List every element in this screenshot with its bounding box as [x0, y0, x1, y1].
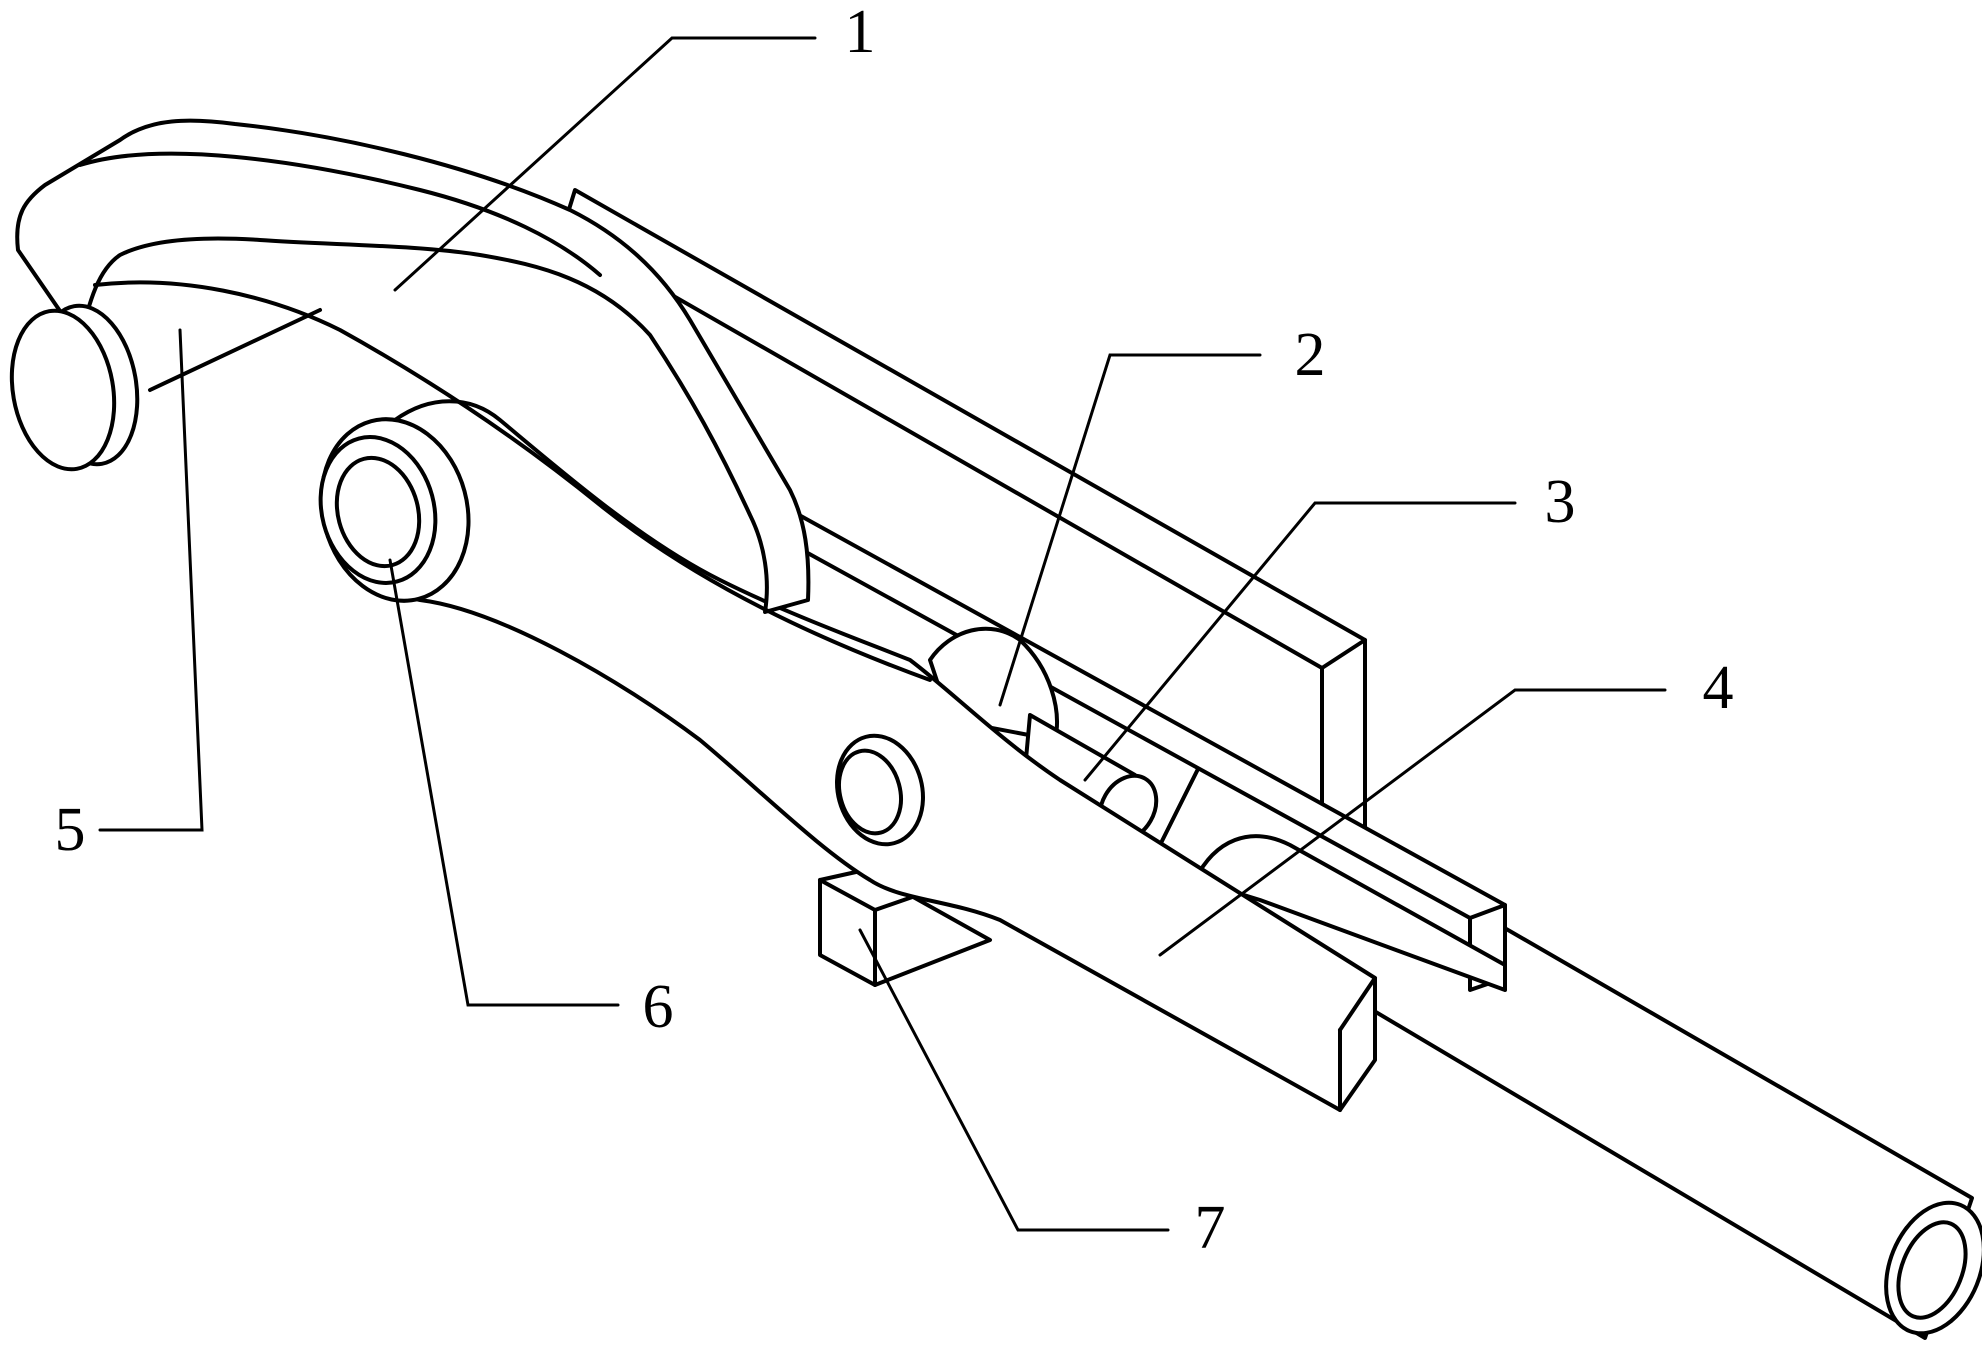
callout-5: 5 — [55, 796, 86, 864]
callout-1: 1 — [845, 0, 876, 66]
hook-pin — [0, 298, 149, 478]
callout-3: 3 — [1545, 468, 1576, 536]
callout-7: 7 — [1195, 1194, 1226, 1262]
callout-6: 6 — [643, 973, 674, 1041]
callout-4: 4 — [1703, 654, 1734, 722]
callout-2: 2 — [1295, 321, 1326, 389]
